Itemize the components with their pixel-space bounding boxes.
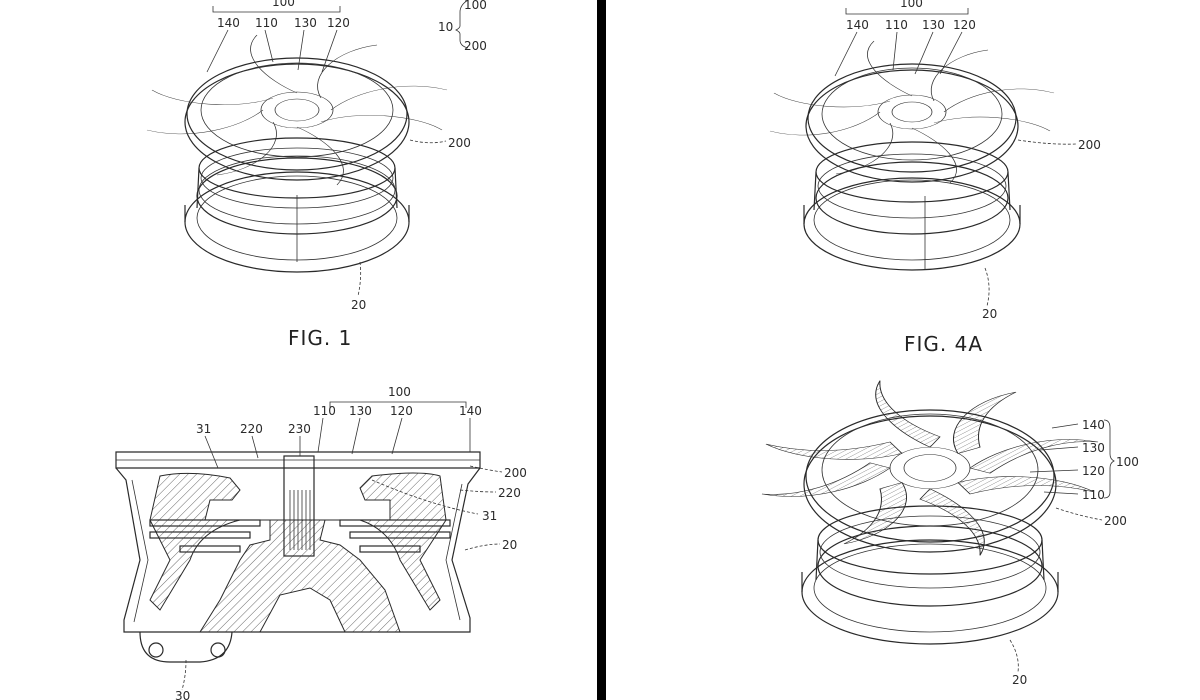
- fig1-bracket-label-10: 10: [438, 20, 453, 34]
- fig1-label-200: 200: [448, 136, 471, 150]
- section-label-31-top: 31: [196, 422, 211, 436]
- fig4b-label-200: 200: [1104, 514, 1127, 528]
- section-label-220-top: 220: [240, 422, 263, 436]
- section-label-30: 30: [175, 689, 190, 700]
- section-label-110: 110: [313, 404, 336, 418]
- fig4b-label-20: 20: [1012, 673, 1027, 687]
- fig4b-label-100: 100: [1116, 455, 1139, 469]
- fig1-drawing: [146, 0, 469, 297]
- fig4a-label-20: 20: [982, 307, 997, 321]
- fig4a-label-100: 100: [900, 0, 923, 10]
- section-label-200: 200: [504, 466, 527, 480]
- fig4b-label-120: 120: [1082, 464, 1105, 478]
- fig4a-label-140: 140: [846, 18, 869, 32]
- section-label-130: 130: [349, 404, 372, 418]
- section-label-20: 20: [502, 538, 517, 552]
- fig4a-label-120: 120: [953, 18, 976, 32]
- fig4b-label-130: 130: [1082, 441, 1105, 455]
- section-label-220-right: 220: [498, 486, 521, 500]
- fig1-label-20: 20: [351, 298, 366, 312]
- fig1-bracket-label-200: 200: [464, 39, 487, 53]
- fig1-caption: FIG. 1: [288, 326, 352, 350]
- section-label-100: 100: [388, 385, 411, 399]
- fig4a-caption: FIG. 4A: [904, 332, 983, 356]
- fig4b-label-110: 110: [1082, 488, 1105, 502]
- section-label-230: 230: [288, 422, 311, 436]
- fig4a-drawing: [769, 8, 1077, 307]
- fig4b-label-140: 140: [1082, 418, 1105, 432]
- fig1-label-140: 140: [217, 16, 240, 30]
- fig4a-label-110: 110: [885, 18, 908, 32]
- fig1-bracket-label-100: 100: [464, 0, 487, 12]
- fig4a-label-130: 130: [922, 18, 945, 32]
- panel-divider: [597, 0, 606, 700]
- fig1-label-100: 100: [272, 0, 295, 9]
- section-drawing: [115, 401, 503, 691]
- fig4a-label-200: 200: [1078, 138, 1101, 152]
- section-label-31-right: 31: [482, 509, 497, 523]
- fig1-label-120: 120: [327, 16, 350, 30]
- fig4b-drawing: [761, 380, 1115, 673]
- section-label-140: 140: [459, 404, 482, 418]
- section-label-120: 120: [390, 404, 413, 418]
- fig1-label-110: 110: [255, 16, 278, 30]
- fig1-label-130: 130: [294, 16, 317, 30]
